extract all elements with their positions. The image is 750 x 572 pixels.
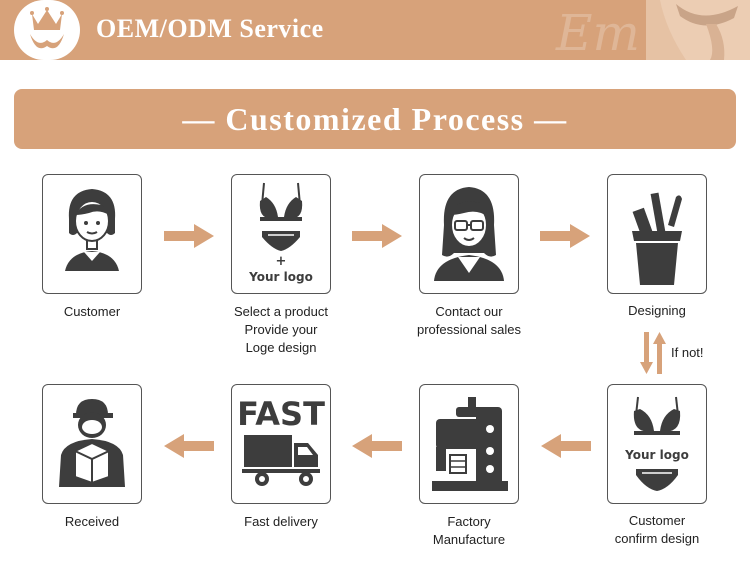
step-label: Factory Manufacture (384, 513, 554, 549)
header-title: OEM/ODM Service (96, 14, 324, 43)
step-label-line: Loge design (245, 340, 317, 355)
crown-logo-icon (30, 7, 64, 49)
customer-avatar-icon (65, 189, 119, 271)
step-label-line: Designing (628, 303, 686, 318)
step-label-line: Fast delivery (244, 514, 318, 529)
step-label-line: Select a product (234, 304, 328, 319)
step-label: Received (7, 513, 177, 531)
step-label: Select a product Provide your Loge desig… (196, 303, 366, 357)
step-label-line: Customer (628, 513, 686, 528)
step-fast-delivery: FAST (231, 384, 331, 504)
step-customer (42, 174, 142, 294)
your-logo-text: Your logo (624, 448, 689, 462)
arrow-right-icon (540, 224, 590, 248)
sewing-machine-icon (432, 397, 508, 491)
plus-text: + (276, 254, 287, 269)
process-banner: — Customized Process — (14, 89, 736, 149)
courier-package-icon (59, 399, 125, 487)
step-designing (607, 174, 707, 294)
fast-text: FAST (237, 395, 325, 433)
header-bar: OEM/ODM Service Em (0, 0, 750, 60)
header-watermark: Em (556, 4, 640, 60)
arrow-left-icon (541, 434, 591, 458)
step-label-line: Customer (63, 304, 121, 319)
arrow-right-icon (352, 224, 402, 248)
banner-title: — Customized Process — (182, 101, 568, 137)
bra-logo-icon: + Your logo (248, 182, 313, 284)
your-logo-text: Your logo (248, 270, 313, 284)
brush-cup-icon (632, 192, 682, 285)
step-label-line: Provide your (244, 322, 318, 337)
up-down-arrows-icon (640, 332, 666, 374)
step-received (42, 384, 142, 504)
step-label-line: Manufacture (432, 532, 506, 547)
step-label: Contact our professional sales (384, 303, 554, 339)
step-label: Designing (572, 302, 742, 320)
step-label-line: Received (64, 514, 120, 529)
loop-label: If not! (671, 345, 704, 360)
arrow-left-icon (352, 434, 402, 458)
step-label: Customer (7, 303, 177, 321)
model-photo (646, 0, 750, 60)
step-label: Customer confirm design (572, 512, 742, 548)
crown-logo (14, 0, 80, 60)
step-contact-sales (419, 174, 519, 294)
delivery-truck-icon: FAST (237, 395, 325, 486)
sales-woman-icon (434, 187, 504, 281)
step-label: Fast delivery (196, 513, 366, 531)
step-confirm-design: Your logo (607, 384, 707, 504)
step-factory (419, 384, 519, 504)
arrow-left-icon (164, 434, 214, 458)
step-select-product: + Your logo (231, 174, 331, 294)
step-label-line: professional sales (416, 322, 522, 337)
step-label-line: Factory (447, 514, 491, 529)
step-label-line: confirm design (614, 531, 700, 546)
arrow-right-icon (164, 224, 214, 248)
bra-confirm-icon: Your logo (624, 396, 689, 491)
step-label-line: Contact our (435, 304, 503, 319)
